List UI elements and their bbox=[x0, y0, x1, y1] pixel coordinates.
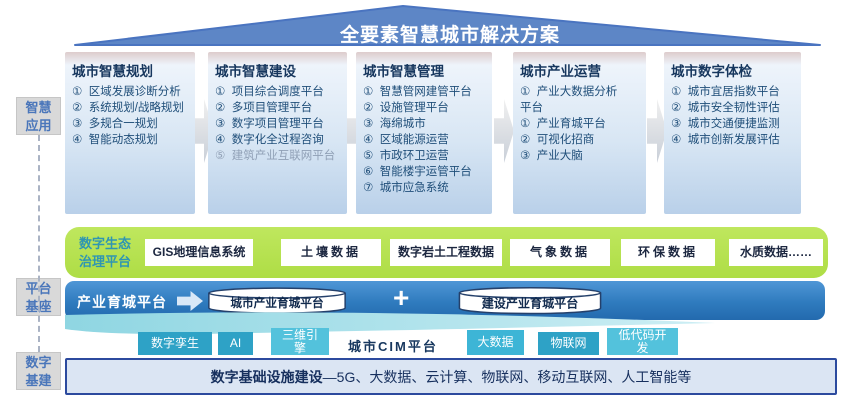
pillar-title: 城市智慧建设 bbox=[215, 64, 296, 79]
construction-industry-platform-cylinder: 建设产业育城平台 bbox=[458, 286, 602, 315]
eco-data-box: GIS地理信息系统 bbox=[145, 239, 253, 266]
pillar-item: ③ 城市交通便捷监测 bbox=[671, 118, 780, 130]
pillar-item: ④ 智能动态规划 bbox=[72, 134, 158, 146]
pillar-item: ② 城市安全韧性评估 bbox=[671, 102, 780, 114]
digital-infrastructure-bar: 数字基础设施建设—5G、大数据、云计算、物联网、移动互联网、人工智能等 bbox=[65, 358, 837, 395]
pillar-card-5: 城市数字体检 ① 城市宜居指数平台 ② 城市安全韧性评估 ③ 城市交通便捷监测 ④ 城市… bbox=[664, 52, 801, 214]
pillar-item: ① 项目综合调度平台 bbox=[215, 86, 324, 98]
plus-icon: + bbox=[393, 282, 410, 313]
eco-data-box: 气象数据 bbox=[510, 239, 610, 266]
pillar-title: 城市产业运营 bbox=[520, 64, 601, 79]
diagram-title: 全要素智慧城市解决方案 bbox=[339, 25, 560, 46]
pillar-item: ① 城市宜居指数平台 bbox=[671, 86, 780, 98]
tech-capability-chip: 数字孪生 bbox=[138, 332, 212, 355]
pillar-card-4: 城市产业运营 ① 产业大数据分析 平台 ① 产业育城平台 ② 可视化招商 ③ 产业大脑 bbox=[513, 52, 646, 214]
tech-capability-chip: 低代码开 发 bbox=[607, 328, 678, 355]
eco-data-box: 环保数据 bbox=[621, 239, 715, 266]
pillar-item: ④ 数字化全过程咨询 bbox=[215, 134, 324, 146]
swoosh-ribbon bbox=[65, 312, 715, 335]
eco-platform-label: 数字生态 治理平台 bbox=[79, 236, 132, 269]
pillar-item: ② 可视化招商 bbox=[520, 134, 595, 146]
eco-governance-platform-band: 数字生态 治理平台 GIS地理信息系统 土壤数据数字岩土工程数据气象数据环保数据水… bbox=[65, 227, 828, 278]
pillar-item: ⑦ 城市应急系统 bbox=[363, 182, 449, 194]
pillar-item: ③ 海绵城市 bbox=[363, 118, 426, 130]
pillar-title: 城市数字体检 bbox=[671, 64, 752, 79]
industry-platform-label: 产业育城平台 bbox=[77, 294, 167, 310]
pillar-item: ④ 城市创新发展评估 bbox=[671, 134, 780, 146]
pillar-item: ① 产业育城平台 bbox=[520, 118, 606, 130]
infrastructure-title: 数字基础设施建设 bbox=[210, 368, 323, 385]
pillar-item: ③ 数字项目管理平台 bbox=[215, 118, 324, 130]
tech-capability-chip: AI bbox=[218, 332, 253, 355]
pillar-title: 城市智慧管理 bbox=[363, 64, 444, 79]
industry-platform-bar: 产业育城平台 城市产业育城平台 + 建设产业育城平台 bbox=[65, 281, 825, 320]
pillar-item: ① 产业大数据分析 平台 bbox=[520, 86, 618, 114]
pillar-item: ⑥ 智能楼宇运管平台 bbox=[363, 166, 472, 178]
tech-capability-chip: 大数据 bbox=[467, 330, 524, 355]
right-arrow-icon bbox=[494, 99, 514, 163]
pillar-item: ⑤ 建筑产业互联网平台 bbox=[215, 150, 336, 162]
pillar-item: ③ 多规合一规划 bbox=[72, 118, 158, 130]
cylinder-label: 建设产业育城平台 bbox=[481, 295, 579, 310]
pillar-item: ⑤ 市政环卫运营 bbox=[363, 150, 449, 162]
pillar-item: ② 系统规划/战略规划 bbox=[72, 102, 184, 114]
pillar-card-2: 城市智慧建设 ① 项目综合调度平台 ② 多项目管理平台 ③ 数字项目管理平台 ④ 数字化… bbox=[208, 52, 347, 214]
city-industry-platform-cylinder: 城市产业育城平台 bbox=[208, 287, 346, 314]
pillar-item: ④ 区域能源运营 bbox=[363, 134, 449, 146]
pillar-item: ② 设施管理平台 bbox=[363, 102, 449, 114]
roof-shape bbox=[74, 5, 821, 46]
city-cim-platform-label: 城市CIM平台 bbox=[348, 339, 438, 354]
infrastructure-detail: —5G、大数据、云计算、物联网、移动互联网、人工智能等 bbox=[322, 368, 692, 385]
pillar-item: ① 智慧管网建管平台 bbox=[363, 86, 472, 98]
tech-capability-chip: 三维引 擎 bbox=[271, 328, 329, 355]
pillar-card-1: 城市智慧规划 ① 区域发展诊断分析 ② 系统规划/战略规划 ③ 多规合一规划 ④ 智能动… bbox=[65, 52, 195, 214]
eco-data-box: 数字岩土工程数据 bbox=[390, 239, 502, 266]
rail-label-digital-infrastructure: 数字 基建 bbox=[16, 352, 61, 390]
eco-data-box: 水质数据…… bbox=[729, 239, 823, 266]
pillar-item: ① 区域发展诊断分析 bbox=[72, 86, 181, 98]
eco-data-box: 土壤数据 bbox=[281, 239, 381, 266]
pillar-title: 城市智慧规划 bbox=[72, 64, 153, 79]
pillar-item: ③ 产业大脑 bbox=[520, 150, 583, 162]
pillar-card-3: 城市智慧管理 ① 智慧管网建管平台 ② 设施管理平台 ③ 海绵城市 ④ 区域能源运营 ⑤ … bbox=[356, 52, 492, 214]
cylinder-label: 城市产业育城平台 bbox=[230, 296, 324, 310]
rail-label-smart-application: 智慧 应用 bbox=[16, 97, 61, 135]
tech-capability-chip: 物联网 bbox=[538, 332, 599, 355]
pillar-item: ② 多项目管理平台 bbox=[215, 102, 313, 114]
rail-dashed-connector bbox=[38, 135, 40, 352]
